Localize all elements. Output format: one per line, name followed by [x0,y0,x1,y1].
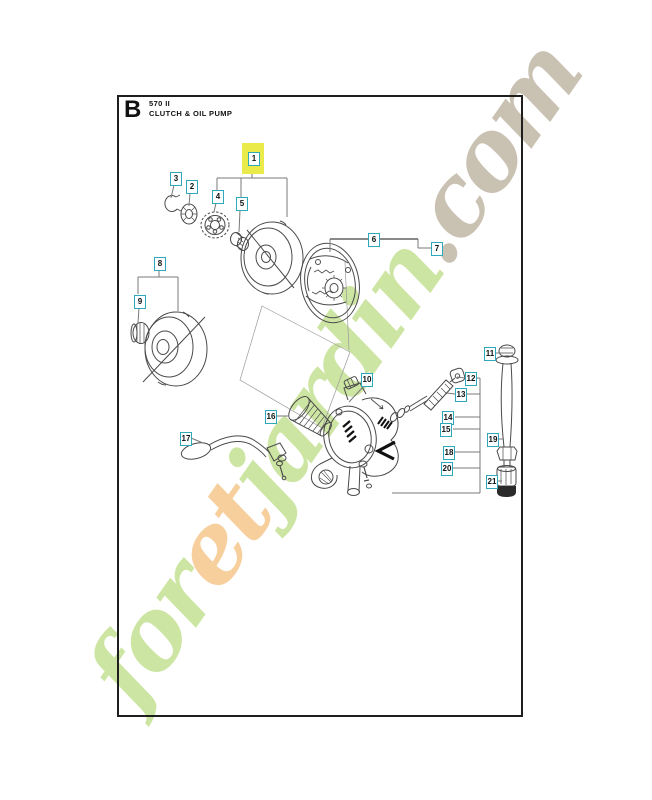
clutch-assembly-part [300,242,360,324]
callout-18[interactable]: 18 [443,446,455,460]
callout-5[interactable]: 5 [236,197,248,211]
page-border [117,95,523,717]
oil-hose-part [180,435,287,481]
model-number: 570 II [149,99,171,108]
callout-3[interactable]: 3 [170,172,182,186]
callout-6[interactable]: 6 [368,233,380,247]
callout-13[interactable]: 13 [455,388,467,402]
oil-pump-body-part [311,376,399,496]
callout-19[interactable]: 19 [487,433,499,447]
callout-1[interactable]: 1 [248,152,260,166]
chain-drum-part [142,311,208,387]
callout-12[interactable]: 12 [465,372,477,386]
pump-screw-part [358,460,372,489]
callout-16[interactable]: 16 [265,410,277,424]
callout-11[interactable]: 11 [484,347,496,361]
plunger-assembly-part [377,367,466,430]
circlip-part [164,194,182,212]
clutch-drum-part [240,220,304,295]
sprocket-part [200,211,230,239]
callout-17[interactable]: 17 [180,432,192,446]
callout-2[interactable]: 2 [186,180,198,194]
callout-4[interactable]: 4 [212,190,224,204]
callout-21[interactable]: 21 [486,475,498,489]
page-title: CLUTCH & OIL PUMP [149,109,233,118]
drum-washer-part [130,322,150,344]
callout-7[interactable]: 7 [431,242,443,256]
callout-10[interactable]: 10 [361,373,373,387]
section-letter: B [124,96,142,123]
callout-9[interactable]: 9 [134,295,146,309]
oil-pickup-tube-part [495,344,519,497]
callout-15[interactable]: 15 [440,423,452,437]
callout-8[interactable]: 8 [154,257,166,271]
needle-bearing-part [230,232,249,251]
retainer-clip-part [374,440,396,461]
callout-20[interactable]: 20 [441,462,453,476]
